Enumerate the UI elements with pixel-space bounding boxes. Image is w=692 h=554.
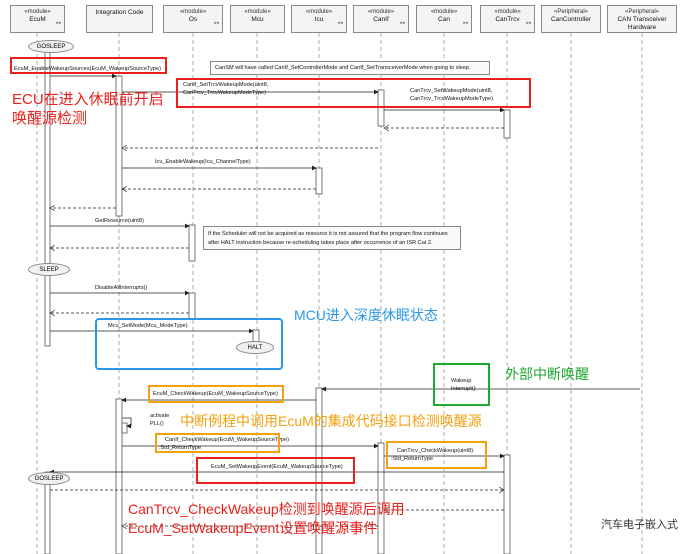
highlight-check-wakeup — [148, 385, 284, 403]
label-cantrcv-check-wakeup: CanTrcv_CheckWakeup(uint8) — [397, 448, 474, 454]
state-halt: HALT — [236, 341, 274, 354]
state-gosleep: GOSLEEP — [28, 40, 74, 53]
component-icon: ⚯ — [399, 21, 405, 27]
pll-activation — [121, 422, 128, 434]
message-arrows — [49, 73, 640, 526]
annotation-ecu-before-sleep-line-2: 唤醒源检测 — [12, 110, 88, 127]
state-gosleep-end: GOSLEEP — [28, 472, 70, 485]
icu-activation-2 — [315, 387, 323, 554]
lifeline-stereotype: «module» — [305, 9, 333, 15]
lifeline-icu: «module» Icu ⚯ — [291, 5, 347, 33]
state-sleep: SLEEP — [28, 263, 70, 276]
lifeline-name: Icu — [314, 16, 324, 23]
label-activate-pll: activate — [150, 413, 170, 419]
lifeline-stereotype: «Peripheral» — [553, 9, 589, 15]
lifeline-name: Can — [438, 16, 450, 23]
note-scheduler: If the Scheduler will not be acquired as… — [203, 226, 461, 250]
note-canif-sleep: CanSM will have called CanIf_SetControll… — [210, 61, 490, 75]
label-wakeup-interrupt-2: Interrupt() — [451, 386, 476, 392]
integration-code-activation-2 — [115, 398, 123, 554]
lifeline-name: EcuM — [29, 16, 46, 23]
annotation-ecu-before-sleep-line-1: ECU在进入休眠前开启 — [12, 91, 164, 108]
highlight-canif-check-wakeup — [155, 433, 280, 453]
highlight-set-trcv-wakeup — [176, 78, 531, 108]
highlight-set-wakeup-event — [196, 457, 355, 484]
canif-activation — [377, 89, 385, 127]
icu-activation — [315, 167, 323, 195]
canif-activation-2 — [377, 442, 385, 554]
lifeline-mcu: «module» Mcu — [230, 5, 285, 33]
lifeline-canif: «module» CanIf ⚯ — [353, 5, 409, 33]
highlight-wakeup-interrupt — [433, 363, 490, 406]
label-cantrcv-set-wakeup: CanTrcv_SetWakeupMode(uint8, — [410, 88, 493, 94]
lifeline-cantrcv: «module» CanTrcv ⚯ — [480, 5, 535, 33]
lifeline-name: Mcu — [251, 16, 264, 23]
label-activate-pll-2: PLL() — [150, 421, 164, 427]
note-text-line-1: If the Scheduler will not be acquired as… — [208, 231, 448, 237]
annotation-external-interrupt: 外部中断唤醒 — [505, 366, 589, 382]
label-get-resource: GetResource(uint8) — [95, 218, 144, 224]
lifeline-stereotype: «module» — [367, 9, 395, 15]
component-icon: ⚯ — [337, 21, 343, 27]
lifeline-cancontroller: «Peripheral» CanController — [541, 5, 601, 33]
annotation-isr-call: 中断例程中调用EcuM的集成代码接口检测唤醒源 — [180, 413, 482, 429]
lifeline-can: «module» Can ⚯ — [416, 5, 472, 33]
watermark: 汽车电子嵌入式 — [601, 519, 678, 531]
component-icon: ⚯ — [462, 21, 468, 27]
lifeline-stereotype: «module» — [179, 9, 207, 15]
label-mcu-set-mode: Mcu_SetMode(Mcu_ModeType) — [108, 323, 188, 329]
cantrcv-activation-2 — [503, 454, 511, 554]
lifeline-name: Os — [188, 16, 198, 23]
lifeline-os: «module» Os ⚯ — [163, 5, 223, 33]
lifeline-name: CanController — [550, 16, 592, 23]
msg-activate-pll — [122, 417, 132, 429]
label-cantrcv-check-wakeup-2: :Std_ReturnType — [391, 456, 433, 462]
component-icon: ⚯ — [213, 21, 219, 27]
annotation-cantrcv-check-line-2: EcuM_SetWakeupEvent设置唤醒源事件 — [128, 520, 378, 536]
label-canif-check-wakeup-2: :Std_ReturnType — [159, 445, 201, 451]
label-canif-set-trcv-wakeup-2: CanTrcv_TrcvWakeupModeType) — [183, 90, 266, 96]
annotation-mcu-deep-sleep: MCU进入深度休眠状态 — [294, 307, 438, 323]
label-set-wakeup-event: EcuM_SetWakeupEvent(EcuM_WakeupSourceTyp… — [211, 464, 343, 470]
lifeline-name: CAN Transceiver Hardware — [617, 16, 667, 31]
os-activation-2 — [188, 292, 196, 320]
note-text-line-2: after HALT instruction because re-schedu… — [208, 240, 433, 246]
lifeline-name: Integration Code — [95, 9, 144, 16]
component-icon: ⚯ — [525, 21, 531, 27]
label-check-wakeup: EcuM_CheckWakeup(EcuM_WakeupSourceType) — [153, 391, 278, 397]
os-activation — [188, 224, 196, 262]
label-disable-all-interrupts: DisableAllInterrupts() — [95, 285, 148, 291]
lifeline-stereotype: «Peripheral» — [624, 9, 660, 15]
highlight-cantrcv-check-wakeup — [386, 441, 487, 469]
highlight-enable-wakeup-sources — [10, 57, 167, 74]
lifeline-integration-code: Integration Code — [86, 5, 153, 33]
lifeline-stereotype: «module» — [244, 9, 271, 15]
lifeline-name: CanIf — [373, 16, 389, 23]
label-wakeup-interrupt: Wakeup — [451, 378, 472, 384]
label-icu-enable-wakeup: Icu_EnableWakeup(Icu_ChannelType) — [155, 159, 251, 165]
note-text: CanSM will have called CanIf_SetControll… — [215, 65, 471, 71]
lifeline-can-transceiver-hardware: «Peripheral» CAN Transceiver Hardware — [607, 5, 677, 33]
lifeline-stereotype: «module» — [24, 9, 51, 15]
cantrcv-activation — [503, 109, 511, 139]
label-canif-check-wakeup: CanIf_CheckWakeup(EcuM_WakeupSourceType) — [165, 437, 289, 443]
annotation-cantrcv-check-line-1: CanTrcv_CheckWakeup检测到唤醒源后调用 — [128, 501, 405, 517]
lifeline-ecum: «module» EcuM ⚯ — [10, 5, 65, 33]
highlight-mcu-set-mode — [95, 318, 283, 370]
label-enable-wakeup-sources: EcuM_EnableWakeupSources(EcuM_WakeupSour… — [14, 66, 161, 72]
lifeline-stereotype: «module» — [430, 9, 458, 15]
lifeline-stereotype: «module» — [494, 9, 521, 15]
label-cantrcv-set-wakeup-2: CanTrcv_TrcvWakeupModeType) — [410, 96, 493, 102]
label-canif-set-trcv-wakeup: CanIf_SetTrcvWakeupMode(uint8, — [183, 82, 269, 88]
lifeline-name: CanTrcv — [495, 16, 520, 23]
component-icon: ⚯ — [55, 21, 61, 27]
